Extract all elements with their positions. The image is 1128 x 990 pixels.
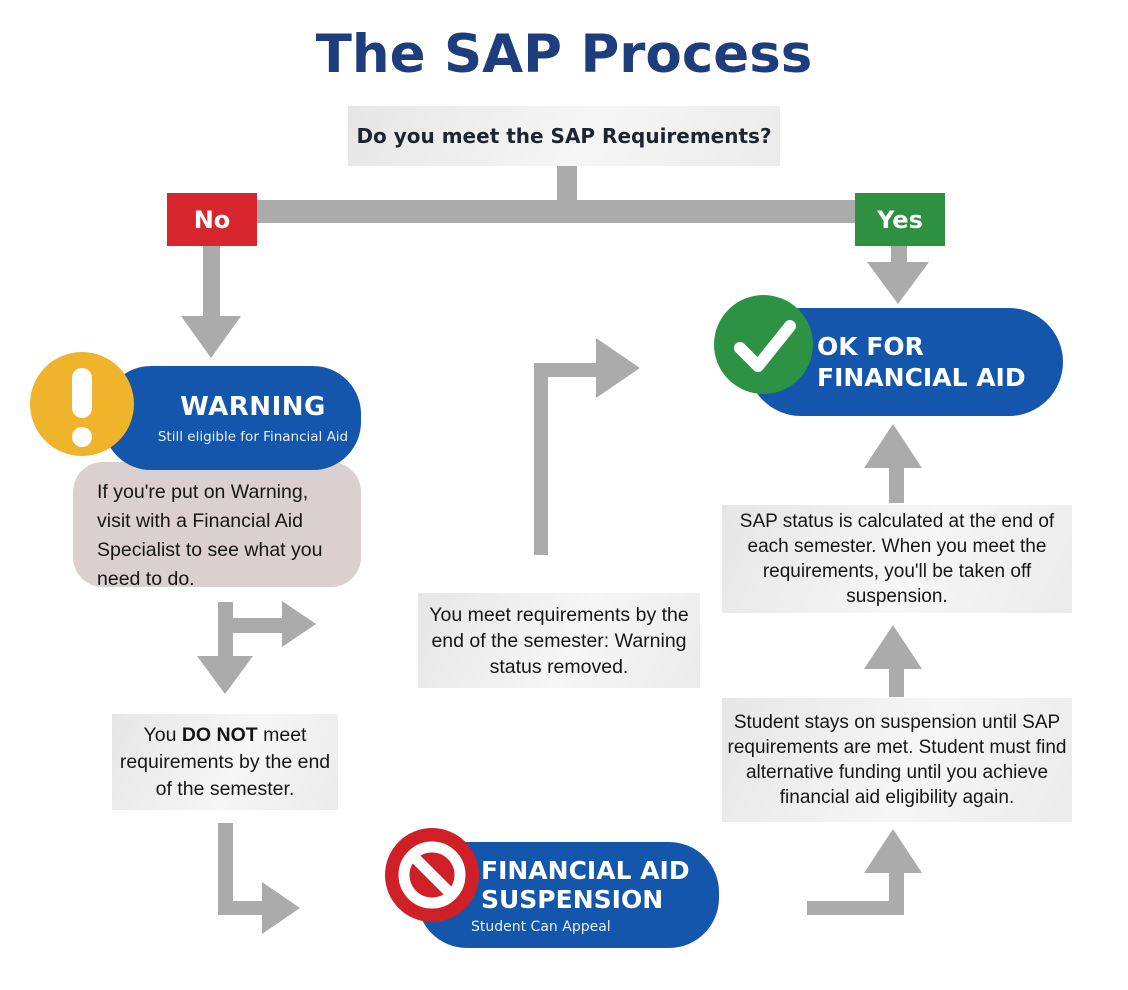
arrow-head-right-icon <box>596 338 640 398</box>
stays-suspension-text: Student stays on suspension until SAP re… <box>727 712 1067 808</box>
arrow-head-right-icon <box>262 882 300 934</box>
suspension-title-line2: SUSPENSION <box>481 884 664 914</box>
arrow-stem <box>891 246 907 266</box>
warning-title: WARNING <box>180 391 326 422</box>
no-entry-icon <box>385 828 479 922</box>
question-label: Do you meet the SAP Requirements? <box>356 124 772 148</box>
stays-suspension-note: Student stays on suspension until SAP re… <box>722 698 1072 822</box>
branch-yes-label: Yes <box>877 205 923 234</box>
arrow-stem <box>889 870 904 903</box>
branch-no-label: No <box>193 205 231 234</box>
ok-title-line2: FINANCIAL AID <box>817 363 1026 392</box>
arrow-elbow-bar <box>807 901 904 915</box>
arrow-head-up-icon <box>864 625 922 669</box>
do-not-meet-note: You DO NOT meet requirements by the end … <box>112 714 338 810</box>
branch-no-box: No <box>167 193 257 246</box>
warning-node: WARNING Still eligible for Financial Aid <box>103 366 361 470</box>
arrow-stem <box>889 668 904 697</box>
arrow-elbow-bar <box>218 901 264 915</box>
do-not-post: meet requirements by the end of the seme… <box>119 723 331 800</box>
sap-status-note: SAP status is calculated at the end of e… <box>722 505 1072 613</box>
branch-yes-box: Yes <box>855 193 945 246</box>
checkmark-icon <box>714 295 813 394</box>
sap-status-text: SAP status is calculated at the end of e… <box>739 511 1055 607</box>
warning-info-note: If you're put on Warning, visit with a F… <box>73 462 361 590</box>
arrow-head-up-icon <box>864 829 922 873</box>
arrow-stem <box>218 823 233 915</box>
exclamation-bar <box>72 367 92 418</box>
arrow-stem <box>889 466 904 503</box>
connector-question-stub <box>557 163 577 202</box>
arrow-stem <box>218 602 233 659</box>
arrow-stem <box>534 363 548 555</box>
ok-title-line1: OK FOR <box>817 332 924 361</box>
arrow-head-right-icon <box>282 601 316 647</box>
page-title: The SAP Process <box>315 24 813 85</box>
suspension-title-line1: FINANCIAL AID <box>481 855 690 885</box>
arrow-head-down-icon <box>181 316 241 358</box>
do-not-bold: DO NOT <box>181 723 258 746</box>
arrow-head-down-icon <box>197 656 253 694</box>
arrow-head-down-icon <box>867 262 929 304</box>
suspension-subtitle: Student Can Appeal <box>471 918 611 935</box>
arrow-head-up-icon <box>864 424 922 468</box>
arrow-stem <box>203 246 220 318</box>
do-not-pre: You <box>143 723 182 746</box>
warning-subtitle: Still eligible for Financial Aid <box>157 428 349 445</box>
meet-requirements-note: You meet requirements by the end of the … <box>418 593 700 688</box>
no-entry-glyph <box>385 828 479 922</box>
warning-info-text: If you're put on Warning, visit with a F… <box>97 481 323 590</box>
question-box: Do you meet the SAP Requirements? <box>348 106 780 166</box>
arrow-branch-bar <box>226 618 284 633</box>
meet-requirements-text: You meet requirements by the end of the … <box>429 603 689 678</box>
arrow-elbow-bar <box>534 363 598 377</box>
connector-branch-bar <box>212 200 900 223</box>
do-not-meet-text: You DO NOT meet requirements by the end … <box>112 722 338 803</box>
exclamation-icon <box>30 352 134 456</box>
exclamation-dot <box>72 426 92 447</box>
checkmark-glyph <box>734 320 796 372</box>
